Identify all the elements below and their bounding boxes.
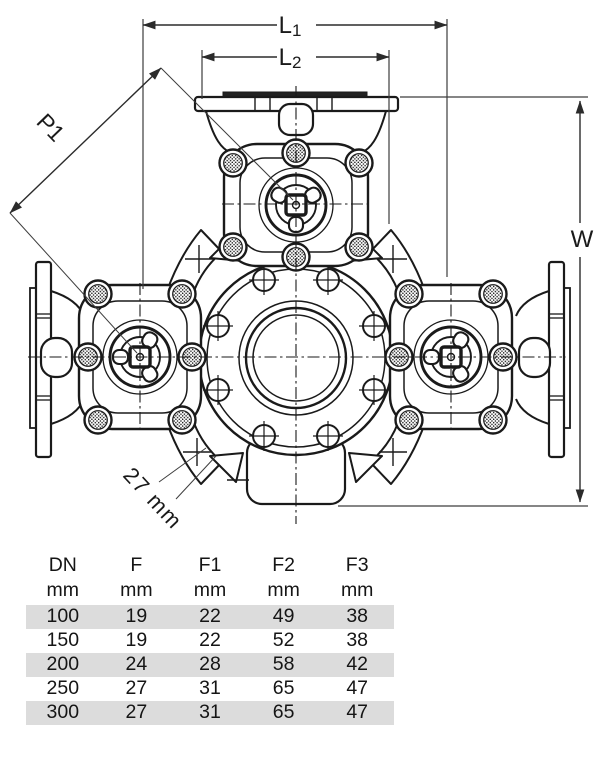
w-label: W xyxy=(571,226,594,253)
table-row-dn200: 200 24 28 58 42 xyxy=(26,653,394,677)
col-header-dn: DN xyxy=(48,554,77,576)
dimension-l2: L2 xyxy=(201,44,390,72)
unit-label: mm xyxy=(340,579,374,601)
p1-label: P1 xyxy=(32,108,70,146)
table-row-dn250: 250 27 31 65 47 xyxy=(46,677,369,699)
left-flange xyxy=(29,260,85,459)
dimension-table: DN F F1 F2 F3 mm mm mm mm mm 100 19 22 4… xyxy=(26,554,394,725)
valve-technical-drawing: L1 L2 P1 W 27 mm xyxy=(9,12,594,534)
table-row-dn300: 300 27 31 65 47 xyxy=(26,701,394,725)
l1-label: L1 xyxy=(279,12,302,40)
unit-label: mm xyxy=(46,579,80,601)
table-row-dn100: 100 19 22 49 38 xyxy=(26,605,394,629)
table-row-dn150: 150 19 22 52 38 xyxy=(46,629,369,651)
right-flange xyxy=(515,260,571,459)
dimension-w: W xyxy=(571,100,594,503)
col-header-f1: F1 xyxy=(198,554,222,576)
table-header-row: DN F F1 F2 F3 xyxy=(26,554,394,579)
body-fins xyxy=(166,229,426,485)
dimension-l1: L1 xyxy=(142,12,448,40)
col-header-f: F xyxy=(130,554,143,576)
unit-label: mm xyxy=(193,579,227,601)
position-cross-marks xyxy=(183,245,407,466)
col-header-f3: F3 xyxy=(345,554,369,576)
l2-label: L2 xyxy=(279,44,302,72)
table-body: 100 19 22 49 38 150 19 22 52 38 200 24 2… xyxy=(26,605,394,725)
table-units-row: mm mm mm mm mm xyxy=(26,579,394,605)
col-header-f2: F2 xyxy=(272,554,295,576)
unit-label: mm xyxy=(120,579,153,601)
unit-label: mm xyxy=(267,579,300,601)
centerlines xyxy=(28,86,566,524)
